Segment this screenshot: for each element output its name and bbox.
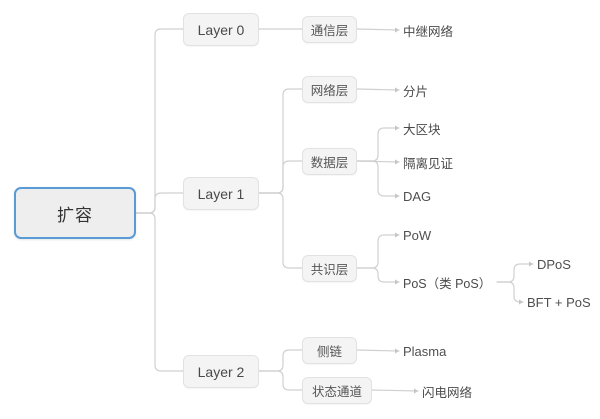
node-label-gelijianzheng: 隔离见证 xyxy=(403,156,454,171)
connector-layer1-to-shuju xyxy=(258,160,303,194)
node-box-layer0[interactable]: Layer 0 xyxy=(183,13,259,46)
node-label-celian: 侧链 xyxy=(316,345,342,359)
connector-gongshi-to-pow xyxy=(356,234,400,269)
node-leaf-dag[interactable]: DAG xyxy=(403,188,443,204)
node-label-gongshi: 共识层 xyxy=(310,263,349,277)
connector-layer1-to-gongshi xyxy=(258,192,303,269)
connector-pos-to-dpos xyxy=(496,263,534,283)
node-leaf-zhongji[interactable]: 中继网络 xyxy=(403,22,473,39)
node-leaf-shandian[interactable]: 闪电网络 xyxy=(422,383,492,400)
node-label-layer1: Layer 1 xyxy=(197,185,245,202)
node-box-shuju[interactable]: 数据层 xyxy=(302,148,357,175)
node-leaf-pow[interactable]: PoW xyxy=(403,227,443,243)
connector-tongxin-to-zhongji xyxy=(356,28,400,31)
node-label-zhuangtai: 状态通道 xyxy=(311,385,362,399)
node-leaf-daqukuai[interactable]: 大区块 xyxy=(403,120,463,137)
connector-root-to-layer2 xyxy=(135,212,184,372)
node-label-dpos: DPoS xyxy=(537,256,571,272)
arrowhead-dag xyxy=(395,193,399,199)
node-label-daqukuai: 大区块 xyxy=(403,122,441,137)
node-label-layer2: Layer 2 xyxy=(197,363,245,380)
connector-wangluo-to-fenpian xyxy=(356,88,400,91)
arrowhead-pow xyxy=(395,232,399,238)
connector-shuju-to-gelijianzheng xyxy=(356,160,400,163)
node-box-wangluo[interactable]: 网络层 xyxy=(302,76,357,103)
arrowhead-shandian xyxy=(414,388,418,394)
node-leaf-fenpian[interactable]: 分片 xyxy=(403,82,443,99)
arrowhead-plasma xyxy=(395,348,399,354)
node-label-zhongji: 中继网络 xyxy=(403,24,454,39)
node-box-tongxin[interactable]: 通信层 xyxy=(302,16,357,43)
node-label-fenpian: 分片 xyxy=(403,84,429,99)
node-box-layer1[interactable]: Layer 1 xyxy=(183,177,259,210)
connector-layer2-to-celian xyxy=(258,349,303,372)
arrowhead-daqukuai xyxy=(395,125,399,131)
arrowhead-fenpian xyxy=(395,87,399,93)
node-label-wangluo: 网络层 xyxy=(310,84,349,98)
node-leaf-plasma[interactable]: Plasma xyxy=(403,343,458,359)
arrowhead-pos xyxy=(395,279,399,285)
connector-layer1-to-wangluo xyxy=(258,88,303,194)
connector-pos-to-bftpos xyxy=(496,281,524,303)
node-label-tongxin: 通信层 xyxy=(310,24,349,38)
node-leaf-pos[interactable]: PoS（类 PoS） xyxy=(403,274,495,291)
node-leaf-gelijianzheng[interactable]: 隔离见证 xyxy=(403,154,473,171)
node-label-pos: PoS（类 PoS） xyxy=(403,276,492,291)
node-label-shuju: 数据层 xyxy=(310,156,349,170)
node-leaf-bftpos[interactable]: BFT + PoS xyxy=(527,294,597,310)
connector-gongshi-to-pos xyxy=(356,267,400,283)
node-label-bftpos: BFT + PoS xyxy=(527,294,591,310)
connector-shuju-to-dag xyxy=(356,160,400,197)
root-node-label: 扩容 xyxy=(57,205,93,225)
connector-root-to-layer0 xyxy=(135,28,184,214)
connector-layer2-to-zhuangtai xyxy=(258,370,303,391)
arrowhead-bftpos xyxy=(519,299,523,305)
node-box-layer2[interactable]: Layer 2 xyxy=(183,355,259,388)
node-label-pow: PoW xyxy=(403,227,432,243)
node-label-shandian: 闪电网络 xyxy=(422,385,473,400)
root-node-扩容[interactable]: 扩容 xyxy=(14,187,136,239)
node-leaf-dpos[interactable]: DPoS xyxy=(537,256,582,272)
connector-zhuangtai-to-shandian xyxy=(371,389,419,392)
connector-root-to-layer1 xyxy=(135,192,184,214)
node-label-dag: DAG xyxy=(403,188,432,204)
node-label-plasma: Plasma xyxy=(403,343,447,359)
node-label-layer0: Layer 0 xyxy=(197,21,245,38)
node-box-gongshi[interactable]: 共识层 xyxy=(302,255,357,282)
connector-celian-to-plasma xyxy=(356,349,400,352)
node-box-celian[interactable]: 侧链 xyxy=(302,337,357,364)
arrowhead-gelijianzheng xyxy=(395,159,399,165)
connector-shuju-to-daqukuai xyxy=(356,127,400,162)
arrowhead-dpos xyxy=(529,261,533,267)
arrowhead-zhongji xyxy=(395,27,399,33)
node-box-zhuangtai[interactable]: 状态通道 xyxy=(302,377,372,404)
